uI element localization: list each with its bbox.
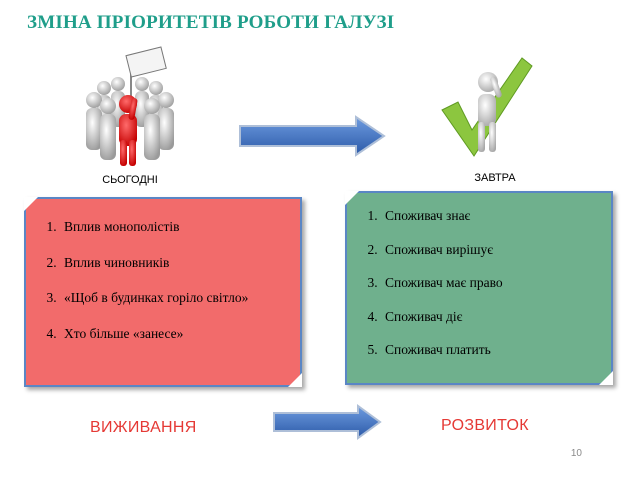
development-label: РОЗВИТОК (441, 417, 529, 434)
right-arrow-icon (273, 404, 382, 440)
list-item: Споживач має право (381, 275, 611, 291)
right-arrow-icon (239, 115, 386, 157)
today-priorities-box: Вплив монополістів Вплив чиновників «Щоб… (24, 197, 302, 387)
page-number: 10 (570, 448, 582, 459)
survival-label: ВИЖИВАННЯ (90, 419, 197, 436)
tomorrow-label: ЗАВТРА (474, 172, 516, 184)
today-label: СЬОГОДНІ (102, 174, 158, 186)
list-item: «Щоб в будинках горіло світло» (60, 290, 300, 306)
tomorrow-priorities-list: Споживач знає Споживач вирішує Споживач … (347, 193, 611, 358)
today-priorities-list: Вплив монополістів Вплив чиновників «Щоб… (26, 199, 300, 342)
list-item: Споживач знає (381, 208, 611, 224)
list-item: Вплив чиновників (60, 255, 300, 271)
list-item: Споживач діє (381, 309, 611, 325)
list-item: Споживач платить (381, 342, 611, 358)
crowd-with-red-leader-sign-icon (86, 46, 174, 166)
slide-title: ЗМІНА ПРІОРИТЕТІВ РОБОТИ ГАЛУЗІ (27, 12, 395, 33)
list-item: Хто більше «занесе» (60, 326, 300, 342)
list-item: Вплив монополістів (60, 219, 300, 235)
list-item: Споживач вирішує (381, 242, 611, 258)
figure-with-checkmark-icon (441, 57, 533, 157)
tomorrow-priorities-box: Споживач знає Споживач вирішує Споживач … (345, 191, 613, 385)
